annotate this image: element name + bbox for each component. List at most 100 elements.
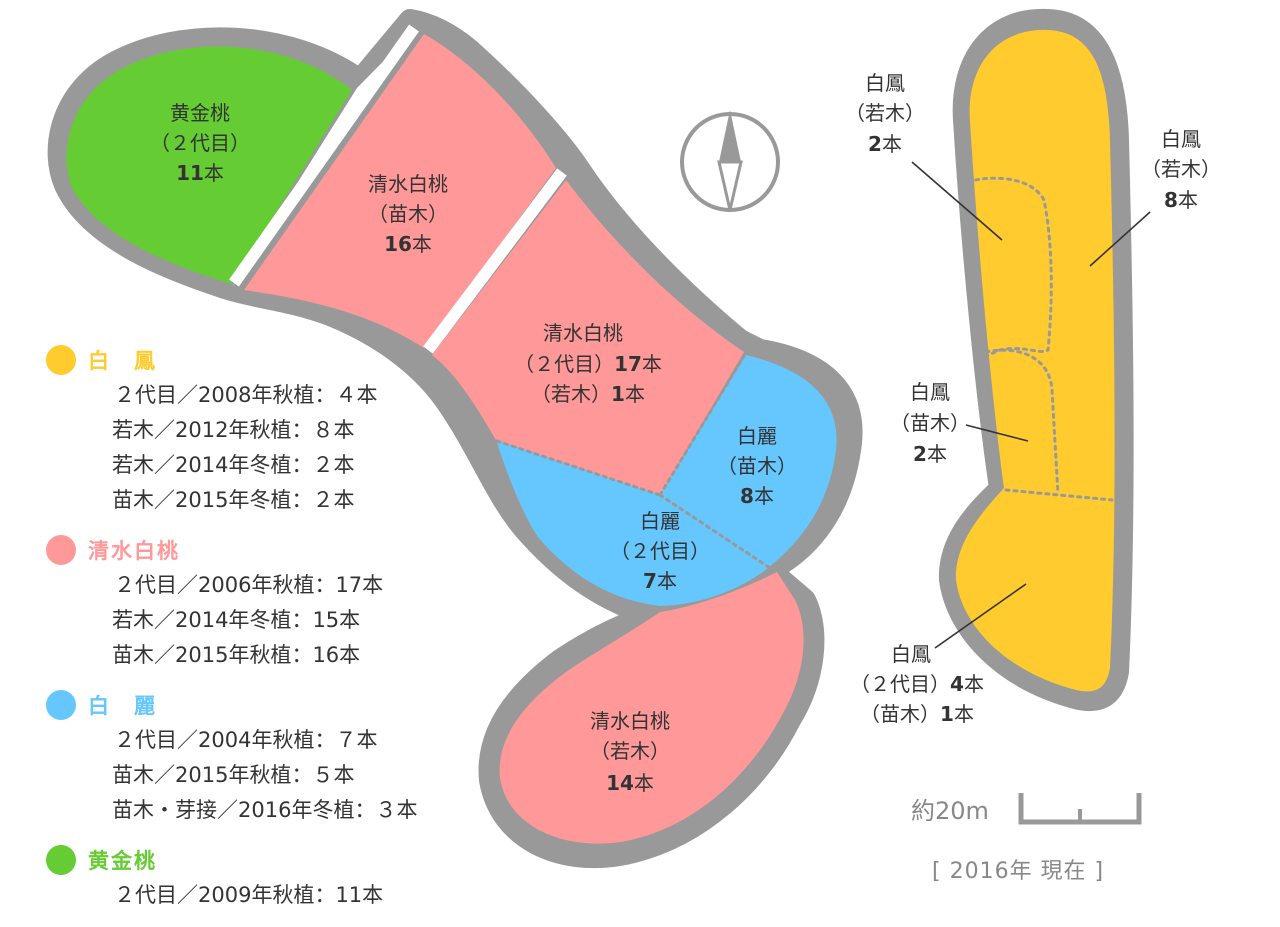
label-shimizu-seedling-sub: （苗木）: [368, 202, 448, 226]
label-hakuho-young-a-name: 白鳳: [865, 71, 905, 95]
label-shimizu-mixed-unit2: 本: [625, 382, 645, 406]
svg-text:16本: 16本: [384, 232, 432, 256]
label-hakuho-seedling: 白鳳 （苗木） 2本: [890, 380, 1029, 466]
label-shimizu-mixed-sub: （２代目）: [514, 352, 614, 376]
label-hakuho-young-a-sub: （若木）: [845, 101, 925, 125]
label-hakuho-mixed: 白鳳 （２代目）4本 （苗木）1本: [850, 583, 1027, 726]
svg-text:8本: 8本: [1164, 188, 1198, 212]
svg-text:14本: 14本: [606, 771, 654, 795]
label-hakuho-young-b-sub: （若木）: [1141, 157, 1221, 181]
label-hakuho-seedling-name: 白鳳: [910, 380, 950, 404]
legend-header: 清水白桃: [46, 532, 516, 568]
legend-planting-row: 若木／2014年冬植：15本: [112, 608, 361, 632]
date-label: [ 2016年 現在 ]: [932, 859, 1105, 884]
label-hakurei-seedling-name: 白麗: [737, 424, 777, 448]
legend-planting-row: 若木／2012年秋植：８本: [112, 418, 355, 442]
plot-hakuho: [955, 29, 1115, 692]
label-hakurei-second-sub: （２代目）: [610, 539, 710, 563]
label-hakuho-young-a-count: 2: [868, 132, 882, 156]
leader-line-hakuho-young-a: [911, 161, 1003, 241]
scale-bar: [1018, 793, 1142, 825]
legend-color-dot-icon: [46, 690, 76, 720]
leader-line-hakuho-mixed: [934, 583, 1027, 649]
legend-planting-row: 苗木／2015年冬植：２本: [112, 488, 355, 512]
label-ogontou-unit: 本: [204, 161, 224, 185]
divider-right-3: [1004, 488, 1114, 502]
label-shimizu-seedling-unit: 本: [412, 232, 432, 256]
svg-text:2本: 2本: [913, 442, 947, 466]
legend-group: 黄金桃 ２代目／2009年秋植：11本: [46, 842, 516, 913]
label-hakuho-young-a-unit: 本: [882, 132, 902, 156]
label-hakuho-young-a: 白鳳 （若木） 2本: [845, 71, 1003, 241]
label-hakuho-mixed-unit: 本: [964, 672, 984, 696]
label-shimizu-mixed: 清水白桃 （２代目）17本 （若木）1本: [514, 321, 662, 406]
legend-planting-row: 苗木／2015年秋植：16本: [112, 643, 361, 667]
legend-planting-row: ２代目／2009年秋植：11本: [114, 883, 384, 907]
label-shimizu-young-count: 14: [606, 771, 634, 795]
label-hakuho-mixed-count2: 1: [940, 702, 954, 726]
compass-north-arrow-icon: [680, 110, 780, 212]
label-shimizu-mixed-sub2: （若木）: [531, 382, 611, 406]
svg-text:（２代目）17本: （２代目）17本: [514, 352, 662, 376]
svg-text:（２代目）4本: （２代目）4本: [850, 672, 984, 696]
label-hakuho-mixed-name: 白鳳: [891, 642, 931, 666]
legend-planting-row: 苗木・芽接／2016年冬植：３本: [112, 798, 418, 822]
label-hakurei-seedling-count: 8: [740, 484, 754, 508]
label-hakurei-second: 白麗 （２代目） 7本: [610, 509, 710, 593]
label-ogontou: 黄金桃 （２代目） 11本: [150, 101, 250, 185]
label-shimizu-young-sub: （若木）: [590, 739, 670, 763]
leader-line-hakuho-young-b: [1089, 211, 1151, 267]
label-hakuho-young-b-count: 8: [1164, 188, 1178, 212]
label-shimizu-young: 清水白桃 （若木） 14本: [590, 709, 670, 795]
legend-variety-name: 清水白桃: [88, 539, 180, 563]
legend-planting-row: ２代目／2004年秋植：７本: [114, 728, 378, 752]
label-hakuho-mixed-sub2: （苗木）: [860, 702, 940, 726]
svg-text:11本: 11本: [176, 161, 224, 185]
plot-ogontou: [66, 46, 352, 283]
label-shimizu-mixed-count: 17: [614, 352, 642, 376]
label-hakuho-young-b-unit: 本: [1178, 188, 1198, 212]
label-hakuho-mixed-count: 4: [950, 672, 964, 696]
label-hakurei-seedling-sub: （苗木）: [717, 454, 797, 478]
legend-variety-name: 白 鳳: [88, 349, 157, 373]
divider-left-3: [658, 493, 772, 570]
label-hakurei-second-name: 白麗: [640, 509, 680, 533]
label-hakuho-mixed-unit2: 本: [954, 702, 974, 726]
label-hakuho-young-b: 白鳳 （若木） 8本: [1089, 127, 1221, 267]
legend-color-dot-icon: [46, 345, 76, 375]
svg-text:2本: 2本: [868, 132, 902, 156]
svg-text:7本: 7本: [643, 569, 677, 593]
label-shimizu-mixed-unit: 本: [642, 352, 662, 376]
svg-text:（若木）1本: （若木）1本: [531, 382, 645, 406]
label-hakuho-seedling-sub: （苗木）: [890, 411, 970, 435]
legend-planting-row: ２代目／2008年秋植：４本: [114, 383, 378, 407]
label-hakurei-seedling: 白麗 （苗木） 8本: [717, 424, 797, 508]
label-shimizu-mixed-name: 清水白桃: [543, 321, 623, 345]
svg-text:（苗木）1本: （苗木）1本: [860, 702, 974, 726]
legend-variety-name: 黄金桃: [88, 849, 157, 873]
label-shimizu-seedling: 清水白桃 （苗木） 16本: [368, 172, 448, 256]
scale-label: 約20m: [911, 797, 989, 825]
plot-shimizu-seedling: [244, 34, 556, 348]
label-shimizu-seedling-count: 16: [384, 232, 412, 256]
plot-hakurei: [496, 355, 837, 606]
legend-color-dot-icon: [46, 535, 76, 565]
label-ogontou-sub: （２代目）: [150, 131, 250, 155]
variety-legend: 白 鳳 ２代目／2008年秋植：４本若木／2012年秋植：８本若木／2014年冬植…: [46, 342, 516, 927]
divider-right-1: [966, 176, 1053, 358]
legend-group: 清水白桃 ２代目／2006年秋植：17本若木／2014年冬植：15本苗木／2015…: [46, 532, 516, 673]
label-hakuho-young-b-name: 白鳳: [1161, 127, 1201, 151]
legend-planting-row: ２代目／2006年秋植：17本: [114, 573, 384, 597]
legend-header: 白 麗: [46, 687, 516, 723]
plot-shimizu-young: [499, 572, 804, 844]
label-shimizu-young-name: 清水白桃: [590, 709, 670, 733]
divider-right-2: [984, 348, 1060, 496]
label-shimizu-seedling-name: 清水白桃: [368, 172, 448, 196]
label-ogontou-name: 黄金桃: [170, 101, 230, 125]
legend-header: 白 鳳: [46, 342, 516, 378]
legend-color-dot-icon: [46, 845, 76, 875]
label-shimizu-young-unit: 本: [634, 771, 654, 795]
